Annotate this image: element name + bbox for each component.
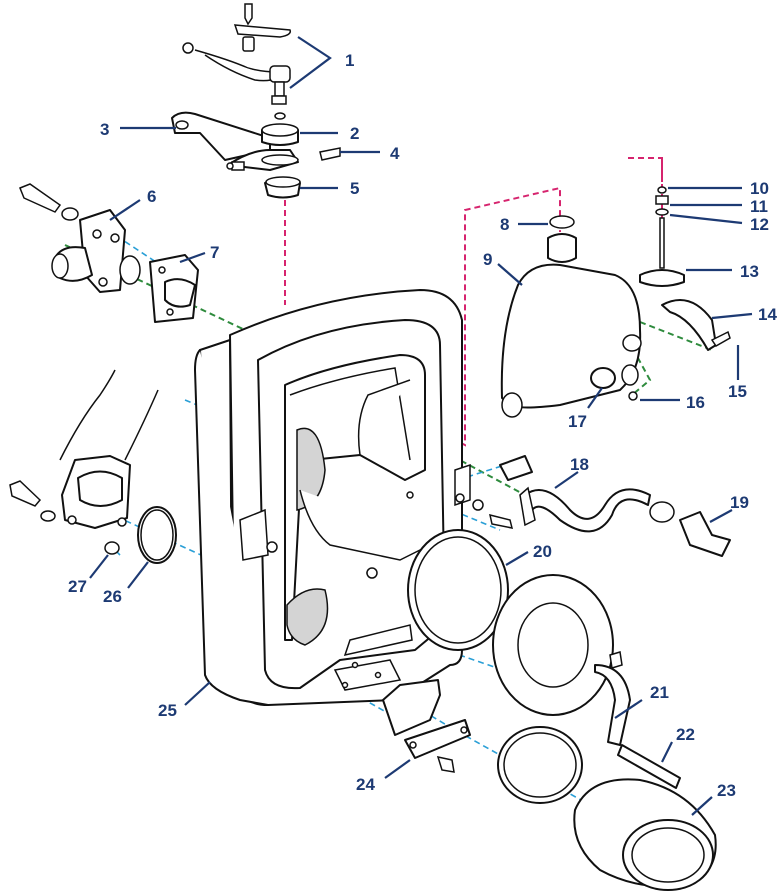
callout-24: 24	[356, 775, 375, 794]
callout-17: 17	[568, 412, 587, 431]
callout-4: 4	[390, 144, 400, 163]
mounting-bracket	[366, 567, 471, 773]
callout-18: 18	[570, 455, 589, 474]
callout-15: 15	[728, 382, 747, 401]
leader-18	[554, 471, 579, 489]
callout-2: 2	[350, 124, 359, 143]
leader-19	[709, 509, 733, 523]
callout-25: 25	[158, 701, 177, 720]
transom-housing	[194, 289, 471, 706]
callout-16: 16	[686, 393, 705, 412]
leader-1	[289, 36, 332, 89]
alignment-line-pink	[334, 186, 561, 447]
callout-9: 9	[483, 250, 492, 269]
leader-14	[711, 312, 753, 320]
callout-14: 14	[758, 305, 777, 324]
callout-21: 21	[650, 683, 669, 702]
leader-7	[179, 251, 206, 264]
leader-22	[661, 741, 673, 763]
callout-6: 6	[147, 187, 156, 206]
callout-26: 26	[103, 587, 122, 606]
leader-12	[669, 213, 743, 225]
callout-10: 10	[750, 179, 769, 198]
callout-3: 3	[100, 120, 109, 139]
callout-5: 5	[350, 179, 359, 198]
alignment-line-green	[639, 321, 713, 351]
alignment-line-blue	[409, 464, 506, 496]
leader-26	[127, 561, 149, 589]
callout-22: 22	[676, 725, 695, 744]
callout-11: 11	[750, 197, 768, 216]
callout-23: 23	[717, 781, 736, 800]
callout-19: 19	[730, 493, 749, 512]
leader-24	[384, 759, 411, 779]
leader-25	[184, 681, 211, 706]
leader-21	[614, 699, 643, 719]
callout-7: 7	[210, 243, 219, 262]
callout-numbers: 1 2 3 4 5 6 7 8 9 10 11 12 13 14 15 16 1…	[68, 51, 777, 800]
upper-water-elbow	[19, 183, 199, 323]
gimbal-cover-assembly	[500, 186, 731, 418]
bellows-assembly	[407, 529, 717, 891]
callout-20: 20	[533, 542, 552, 561]
alignment-line-pink	[628, 157, 663, 268]
callout-1: 1	[345, 51, 354, 70]
callout-13: 13	[740, 262, 759, 281]
callout-12: 12	[750, 215, 769, 234]
leader-17	[587, 387, 603, 409]
leader-23	[691, 796, 713, 816]
leader-6	[109, 199, 141, 221]
leader-27	[89, 554, 109, 579]
leader-9	[497, 263, 523, 286]
callout-27: 27	[68, 577, 87, 596]
callout-8: 8	[500, 215, 509, 234]
water-hose-assembly	[472, 455, 731, 557]
exhaust-elbow-with-hoses	[9, 369, 177, 564]
alignment-line-green	[319, 384, 526, 496]
callout-leaders	[89, 36, 753, 816]
shift-linkage-assembly	[171, 3, 341, 199]
leader-20	[505, 551, 529, 566]
